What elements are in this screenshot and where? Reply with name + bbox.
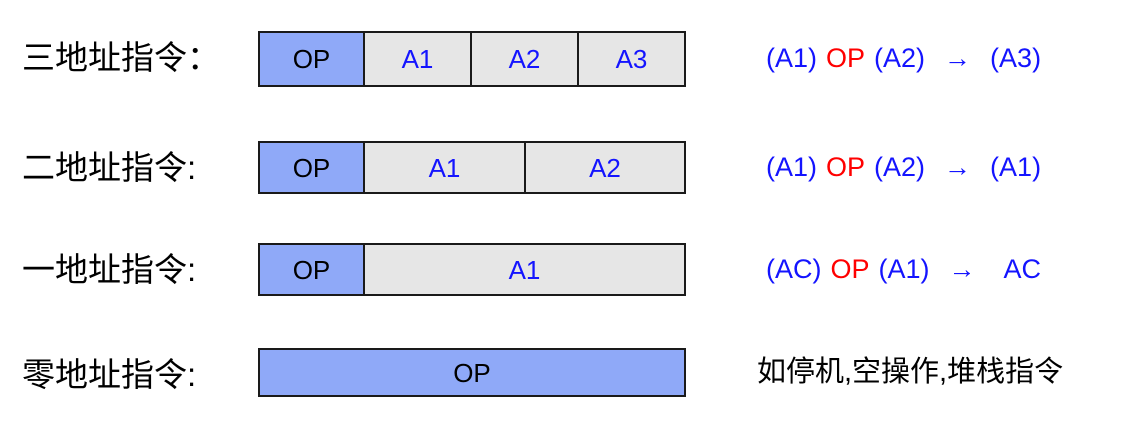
field-address-1: A1 <box>365 245 684 294</box>
format-box-zero-address: OP <box>258 348 686 397</box>
expression-source-2: (A2) <box>874 152 926 182</box>
expression-three-address: (A1) OP (A2) → (A3) <box>766 45 1041 72</box>
field-address-2: A2 <box>526 143 684 192</box>
field-address-2: A2 <box>472 33 579 85</box>
field-opcode: OP <box>260 350 684 395</box>
field-address-3: A3 <box>579 33 684 85</box>
field-address-1: A1 <box>365 143 526 192</box>
format-box-two-address: OP A1 A2 <box>258 141 686 194</box>
expression-operator: OP <box>826 43 866 73</box>
format-box-one-address: OP A1 <box>258 243 686 296</box>
expression-destination: (A3) <box>990 43 1042 73</box>
arrow-icon: → <box>944 152 972 182</box>
arrow-icon: → <box>948 254 976 284</box>
format-box-three-address: OP A1 A2 A3 <box>258 31 686 87</box>
field-opcode: OP <box>260 33 365 85</box>
expression-source-1: (A1) <box>766 43 818 73</box>
note-zero-address: 如停机,空操作,堆栈指令 <box>757 356 1064 388</box>
expression-operator: OP <box>826 152 866 182</box>
expression-destination: AC <box>1003 254 1042 284</box>
field-opcode: OP <box>260 245 365 294</box>
expression-one-address: (AC) OP (A1) → AC <box>766 256 1041 283</box>
field-opcode: OP <box>260 143 365 192</box>
row-label-one-address: 一地址指令: <box>22 251 197 288</box>
expression-source-1: (AC) <box>766 254 822 284</box>
expression-two-address: (A1) OP (A2) → (A1) <box>766 154 1041 181</box>
row-label-two-address: 二地址指令: <box>22 149 197 186</box>
expression-source-2: (A1) <box>878 254 930 284</box>
expression-source-1: (A1) <box>766 152 818 182</box>
row-label-three-address: 三地址指令： <box>22 39 220 76</box>
expression-operator: OP <box>830 254 870 284</box>
field-address-1: A1 <box>365 33 472 85</box>
arrow-icon: → <box>944 43 972 73</box>
expression-destination: (A1) <box>990 152 1042 182</box>
row-label-zero-address: 零地址指令: <box>22 356 197 393</box>
expression-source-2: (A2) <box>874 43 926 73</box>
